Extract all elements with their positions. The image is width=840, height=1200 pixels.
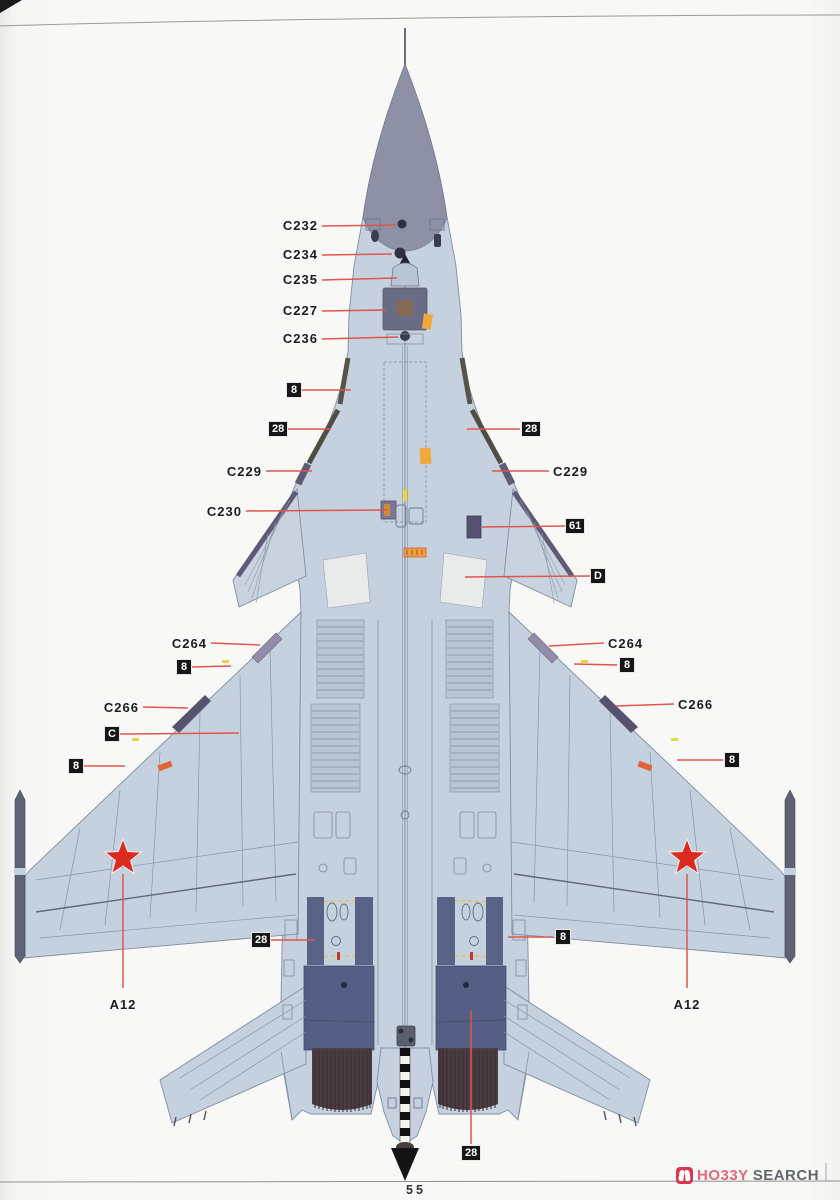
callout-box-8-low-left: 8 xyxy=(68,758,84,774)
callout-box-28-engine-left: 28 xyxy=(251,932,272,948)
callout-box-d: D xyxy=(590,568,606,584)
callout-c235: C235 xyxy=(282,272,318,287)
callout-c264-right: C264 xyxy=(608,636,644,651)
watermark-brand-search: SEARCH xyxy=(752,1166,820,1184)
callout-c264-left: C264 xyxy=(171,636,207,651)
callout-box-28-right: 28 xyxy=(521,421,542,437)
callout-c232: C232 xyxy=(282,218,318,233)
leader-lines xyxy=(84,224,723,1144)
hobby-search-logo-icon xyxy=(676,1166,693,1184)
red-star-marking xyxy=(103,837,707,875)
callout-c236: C236 xyxy=(282,331,318,346)
watermark-brand-hobby: HO33Y xyxy=(697,1166,749,1184)
callout-box-28-left: 28 xyxy=(268,421,289,437)
callout-box-8-mid-left: 8 xyxy=(176,659,192,675)
fuselage-center-details xyxy=(362,28,482,1181)
callout-box-61: 61 xyxy=(565,518,586,534)
callout-a12-left: A12 xyxy=(109,997,137,1012)
callout-box-28-bottom: 28 xyxy=(461,1145,482,1161)
callout-c229-right: C229 xyxy=(553,464,589,479)
callout-box-8-top-left: 8 xyxy=(286,382,302,398)
hobby-search-watermark: HO33Y SEARCH xyxy=(676,1164,819,1186)
callout-box-8-engine-right: 8 xyxy=(555,929,571,945)
callout-c234: C234 xyxy=(282,247,318,262)
page-number: 55 xyxy=(406,1183,426,1197)
callout-c230: C230 xyxy=(206,504,242,519)
callout-box-c: C xyxy=(104,726,120,742)
callout-c229-left: C229 xyxy=(226,464,262,479)
callout-c266-right: C266 xyxy=(678,697,714,712)
callout-box-8-mid-right: 8 xyxy=(619,657,635,673)
callout-a12-right: A12 xyxy=(673,997,701,1012)
callout-c266-left: C266 xyxy=(103,700,139,715)
callout-box-8-low-right: 8 xyxy=(724,752,740,768)
callout-c227: C227 xyxy=(282,303,318,318)
